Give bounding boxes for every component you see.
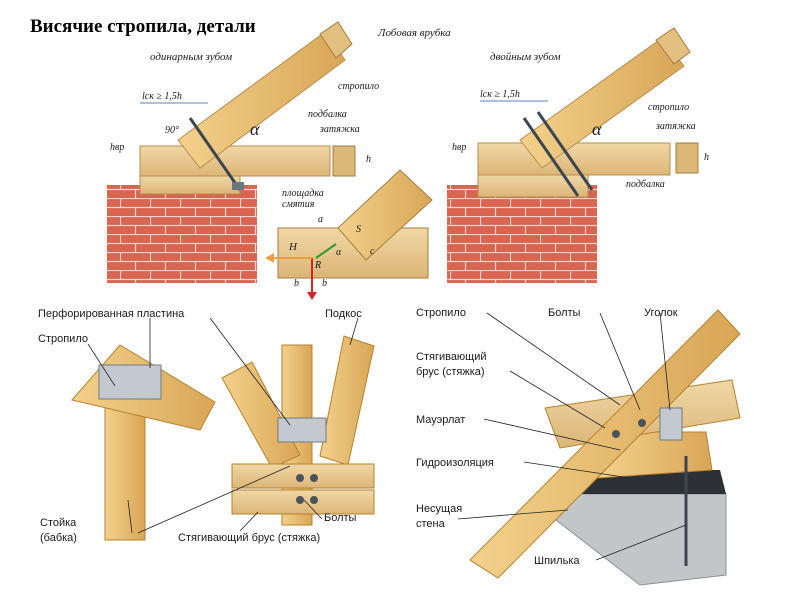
king-post-label-2: (бабка) bbox=[40, 532, 77, 544]
wall-label-2: стена bbox=[416, 518, 446, 530]
h-force-label: H bbox=[288, 241, 298, 253]
bearing-detail: площадка смятия a S H c α R b b bbox=[265, 169, 433, 300]
tie-beam-label-br-2: брус (стяжка) bbox=[416, 366, 485, 378]
king-post-label-1: Стойка bbox=[40, 517, 77, 529]
ploshchadka-label: площадка bbox=[282, 188, 324, 199]
angle-label: Уголок bbox=[644, 307, 678, 319]
beam-section bbox=[332, 145, 356, 177]
tie-beam-right bbox=[477, 142, 671, 176]
bolts-label-bl: Болты bbox=[324, 512, 357, 524]
tie-beam-label-right: затяжка bbox=[655, 121, 696, 132]
rafter-label-bl: Стропило bbox=[38, 333, 88, 345]
lsk-label-right: lск ≥ 1,5h bbox=[480, 89, 520, 100]
bearing-wall bbox=[555, 493, 727, 586]
alpha-label-right: α bbox=[592, 119, 602, 139]
king-post-assembly: Перфорированная пластина Стропило Подкос… bbox=[38, 308, 375, 544]
bolt-right-2 bbox=[536, 111, 594, 191]
bolts-label-br: Болты bbox=[548, 307, 581, 319]
brick-wall-right bbox=[447, 185, 597, 283]
double-tooth-heading: двойным зубом bbox=[490, 51, 560, 63]
angle-bracket bbox=[659, 407, 683, 441]
tie-beam-label-bl: Стягивающий брус (стяжка) bbox=[178, 532, 320, 544]
perforated-plate-center bbox=[277, 417, 327, 443]
rafter-right-end bbox=[655, 27, 691, 65]
rafter bbox=[177, 31, 346, 169]
rafter-right bbox=[519, 37, 685, 169]
waterproofing-label: Гидроизоляция bbox=[416, 457, 494, 469]
rafter-label: стропило bbox=[338, 81, 379, 92]
hvr-label-right: hвр bbox=[452, 142, 466, 153]
h-label: h bbox=[366, 154, 371, 165]
strut-label: Подкос bbox=[325, 308, 362, 320]
wall-plate-assembly: Стропило Болты Уголок Стягивающий брус (… bbox=[416, 307, 741, 586]
bolt-head-4 bbox=[310, 496, 318, 504]
sub-beam-label-right: подбалка bbox=[626, 179, 665, 190]
mauerlat-label: Мауэрлат bbox=[416, 414, 465, 426]
brick-wall-left bbox=[107, 185, 257, 283]
perforated-plate-left bbox=[98, 364, 162, 400]
detail-rafter bbox=[337, 169, 433, 261]
bolt-br-1 bbox=[612, 430, 620, 438]
wall-label-1: Несущая bbox=[416, 503, 462, 515]
nut bbox=[232, 182, 244, 190]
bolt-head-2 bbox=[310, 474, 318, 482]
lobovaya-label: Лобовая врубка bbox=[377, 27, 451, 39]
rafter-label-br: Стропило bbox=[416, 307, 466, 319]
r-label: R bbox=[314, 260, 321, 271]
b-label-1: b bbox=[294, 278, 299, 289]
orange-arrowhead bbox=[265, 253, 274, 263]
beam-section-right bbox=[675, 142, 699, 174]
single-tooth-heading: одинарным зубом bbox=[150, 51, 232, 63]
angle-90-label: 90° bbox=[165, 125, 179, 136]
bolt-head-3 bbox=[296, 496, 304, 504]
double-tooth-joint: двойным зубом lск ≥ 1,5h α стропило затя… bbox=[447, 27, 709, 283]
bolt-right-1 bbox=[522, 117, 580, 197]
perforated-plate-label: Перфорированная пластина bbox=[38, 308, 185, 320]
tie-beam-label: затяжка bbox=[319, 124, 360, 135]
alpha-label: α bbox=[250, 119, 260, 139]
bolt-br-2 bbox=[638, 419, 646, 427]
detail-alpha-label: α bbox=[336, 247, 342, 258]
smyatiya-label: смятия bbox=[282, 199, 315, 210]
single-tooth-joint: Лобовая врубка одинарным зубом lск ≥ 1,5… bbox=[107, 21, 451, 283]
b-label-2: b bbox=[322, 278, 327, 289]
bolt bbox=[188, 117, 242, 191]
sub-beam-label: подбалка bbox=[308, 109, 347, 120]
c-label: c bbox=[370, 246, 375, 257]
right-strut bbox=[319, 335, 375, 466]
hvr-label: hвр bbox=[110, 142, 124, 153]
bolt-head-1 bbox=[296, 474, 304, 482]
rafter-br bbox=[469, 309, 741, 579]
page-title: Висячие стропила, детали bbox=[30, 16, 256, 37]
stud-label: Шпилька bbox=[534, 555, 580, 567]
sub-beam bbox=[139, 175, 241, 195]
green-arrow bbox=[315, 243, 337, 259]
tie-beam-label-br-1: Стягивающий bbox=[416, 351, 487, 363]
s-label: S bbox=[356, 224, 361, 235]
lsk-label: lск ≥ 1,5h bbox=[142, 91, 182, 102]
a-label: a bbox=[318, 214, 323, 225]
red-arrowhead bbox=[307, 292, 317, 300]
rafter-label-right: стропило bbox=[648, 102, 689, 113]
rafter-end bbox=[319, 21, 353, 59]
h-label-right: h bbox=[704, 152, 709, 163]
tie-beam bbox=[139, 145, 331, 177]
